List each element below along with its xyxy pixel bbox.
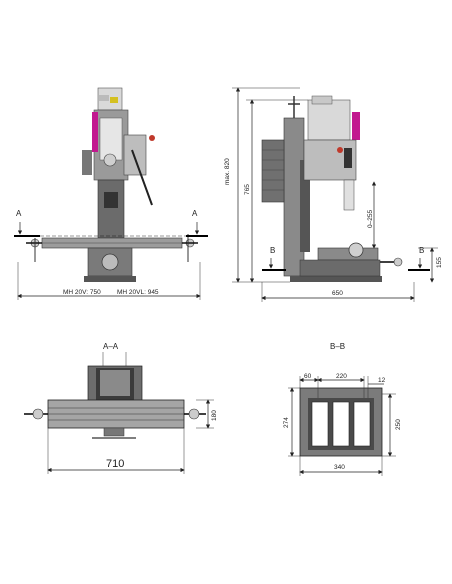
table-width-label: 710 — [106, 458, 124, 470]
side-view: B B max. 820 765 0–255 155 650 — [224, 87, 443, 302]
section-mark-b-right: B — [419, 246, 424, 255]
section-aa-title: A–A — [103, 342, 119, 351]
height-label: 765 — [244, 184, 251, 195]
section-bb-title: B–B — [330, 342, 345, 351]
width-label-mh20v: MH 20V: 750 — [63, 289, 101, 296]
accent-panel — [92, 112, 98, 152]
section-mark-a-right: A — [192, 209, 198, 218]
slot-offset-label: 60 — [304, 373, 312, 380]
section-mark-a-left: A — [16, 209, 22, 218]
section-aa: A–A 180 710 — [24, 342, 218, 474]
table-height-label: 180 — [211, 410, 218, 421]
inner-height-label: 250 — [395, 419, 402, 430]
depth-label: 650 — [332, 290, 343, 297]
section-mark-b-left: B — [270, 246, 275, 255]
outer-width-label: 340 — [334, 464, 345, 471]
height-max-label: max. 820 — [224, 158, 231, 185]
width-label-mh20vl: MH 20VL: 945 — [117, 289, 159, 296]
section-bb: B–B 60 220 12 274 250 340 — [283, 342, 402, 476]
slot-width-label: 12 — [378, 377, 386, 384]
outer-height-label: 274 — [283, 417, 290, 428]
front-view: A A MH 20V: 750 MH 20VL: 945 — [14, 87, 208, 300]
base-height-label: 155 — [436, 257, 443, 268]
slot-spacing-label: 220 — [336, 373, 347, 380]
quill-travel-label: 0–255 — [367, 210, 374, 228]
